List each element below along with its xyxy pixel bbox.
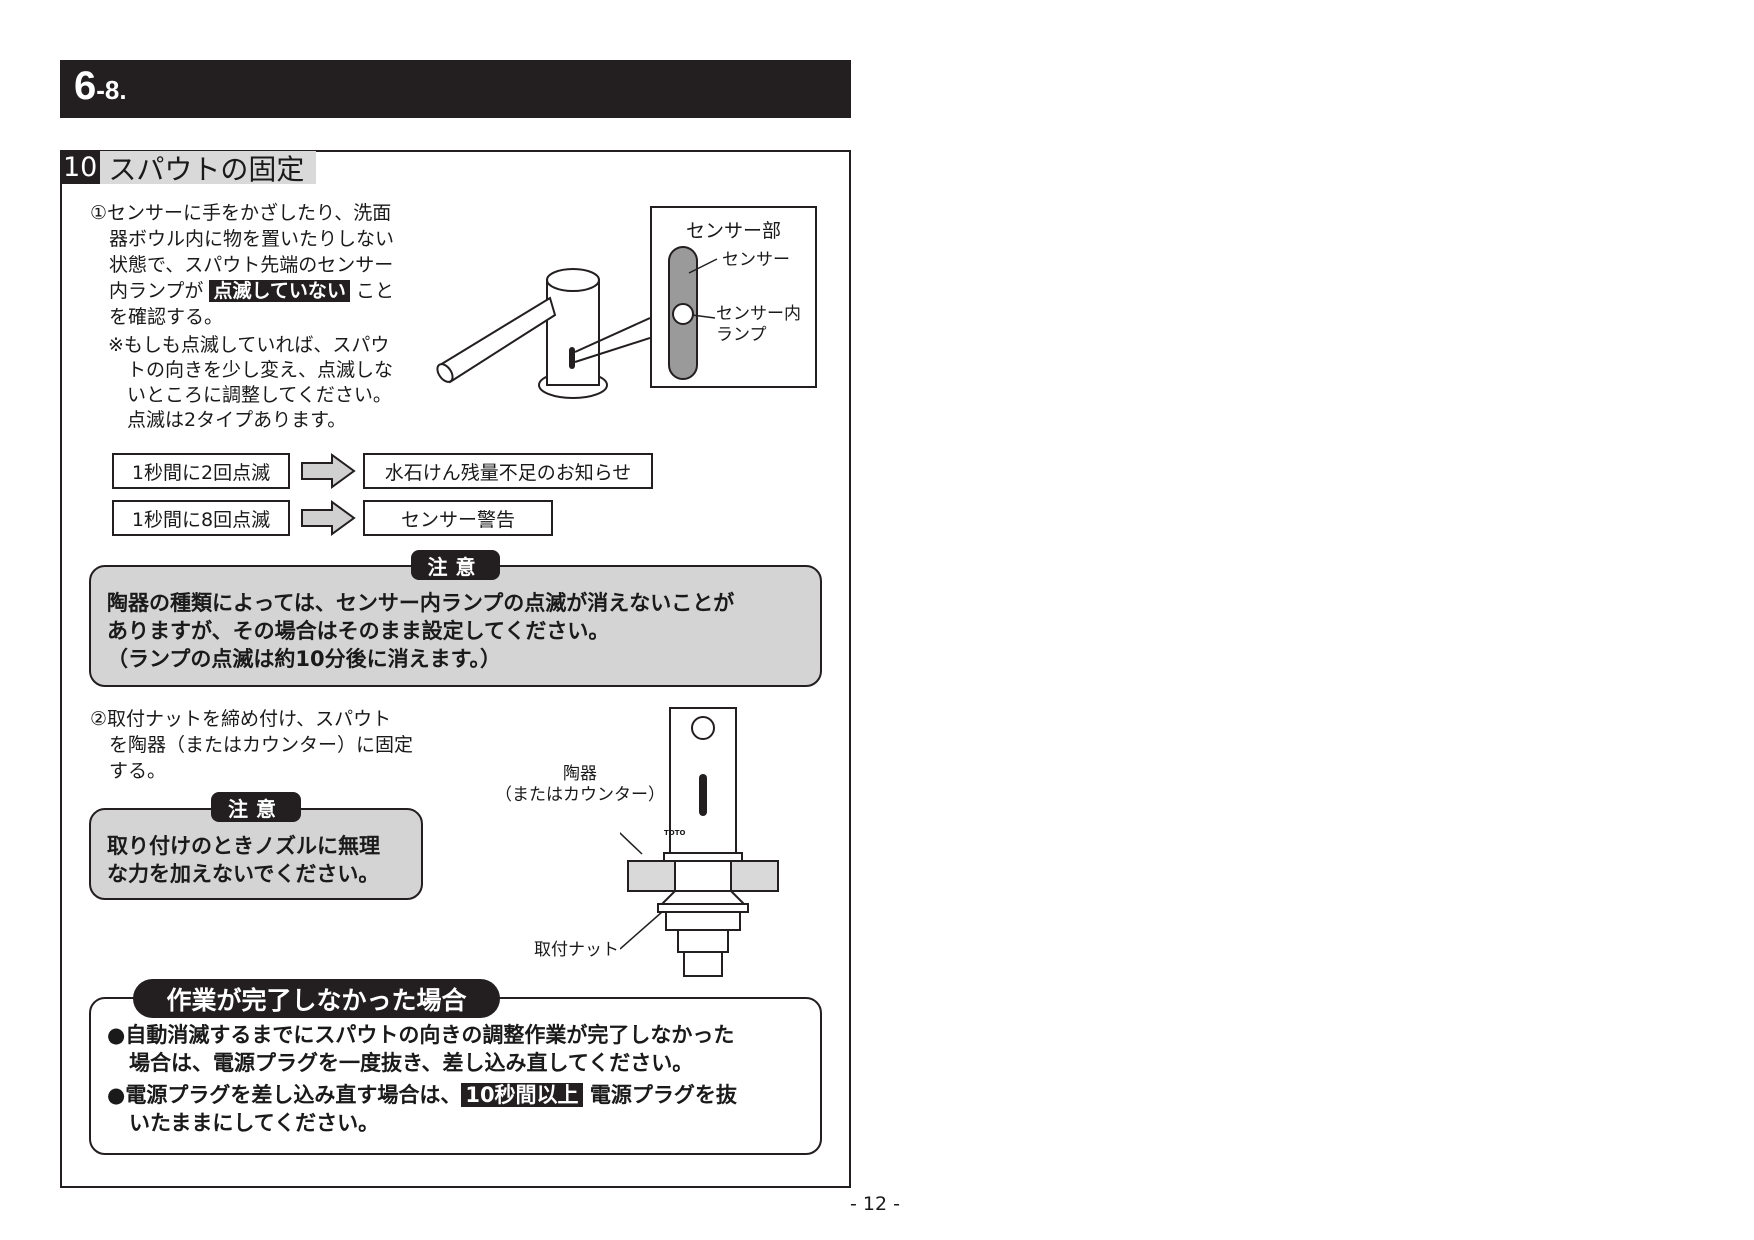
step2-text: ②取付ナットを締め付け、スパウト を陶器（またはカウンター）に固定 する。 [90, 706, 413, 784]
text-line: いところに調整してください。 [127, 384, 392, 406]
bullet-line: ●自動消滅するまでにスパウトの向きの調整作業が完了しなかった [107, 1023, 735, 1047]
sensor-label: センサー [722, 250, 790, 270]
faucet-illustration [436, 268, 650, 399]
blink-meaning: 水石けん残量不足のお知らせ [363, 453, 653, 489]
faucet-mounting-illustration [620, 707, 779, 977]
text: 電源プラグを抜 [589, 1083, 737, 1107]
sensor-detail-title: センサー部 [685, 220, 781, 242]
text-line: ②取付ナットを締め付け、スパウト [90, 708, 392, 730]
blink-meaning: センサー警告 [363, 500, 553, 536]
lamp-icon [672, 303, 694, 325]
caution-box: 陶器の種類によっては、センサー内ランプの点滅が消えないことが ありますが、その場… [89, 565, 822, 687]
text-line: 状態で、スパウト先端のセンサー [109, 254, 394, 276]
text-line: 陶器 [563, 764, 597, 784]
text-line: を確認する。 [109, 306, 224, 328]
text-line: 内ランプが 点滅していない こと [90, 278, 394, 304]
subsection-number: -8. [96, 75, 127, 105]
content-frame [60, 150, 851, 1188]
text-line: （ランプの点滅は約10分後に消えます。） [107, 647, 501, 671]
step1-text: ①センサーに手をかざしたり、洗面 器ボウル内に物を置いたりしない 状態で、スパウ… [90, 200, 394, 330]
text: 内ランプが [109, 280, 204, 302]
text-line: な力を加えないでください。 [107, 862, 380, 886]
section-number: 6 [74, 64, 97, 108]
arrow-right-icon [301, 453, 356, 489]
highlight: 10秒間以上 [461, 1083, 583, 1107]
text: ●電源プラグを差し込み直す場合は、 [107, 1083, 462, 1107]
section-header: 6-8. [60, 60, 851, 118]
text-line: （またはカウンター） [495, 785, 665, 805]
incomplete-work-box: ●自動消滅するまでにスパウトの向きの調整作業が完了しなかった 場合は、電源プラグ… [89, 997, 822, 1155]
text-line: いたままにしてください。 [129, 1111, 380, 1135]
step-title-text: スパウトの固定 [100, 151, 317, 186]
text-line: を陶器（またはカウンター）に固定 [109, 734, 414, 756]
text-line: センサー内 [716, 304, 801, 324]
text: こと [355, 280, 394, 302]
sensor-window-icon [569, 347, 575, 369]
step-number: 10 [60, 151, 101, 184]
caution-label: 注意 [411, 550, 500, 580]
text-line: する。 [109, 760, 167, 782]
text-line: 器ボウル内に物を置いたりしない [109, 228, 395, 250]
blink-pattern: 1秒間に2回点滅 [112, 453, 290, 489]
text-line: ※もしも点滅していれば、スパウ [108, 334, 390, 356]
text-line: ランプ [716, 325, 767, 345]
text-line: 場合は、電源プラグを一度抜き、差し込み直してください。 [129, 1051, 694, 1075]
page-number: - 12 - [850, 1193, 900, 1215]
nut-label: 取付ナット [534, 940, 619, 960]
text-line: 陶器の種類によっては、センサー内ランプの点滅が消えないことが [107, 591, 735, 615]
brand-logo: TOTO [664, 829, 686, 837]
incomplete-work-title: 作業が完了しなかった場合 [133, 979, 500, 1018]
text-line: トの向きを少し変え、点滅しな [127, 359, 394, 381]
bullet-line: ●電源プラグを差し込み直す場合は、10秒間以上 電源プラグを抜 [107, 1081, 804, 1109]
lamp-label: センサー内ランプ [716, 304, 801, 346]
arrow-right-icon [301, 500, 356, 536]
note: ※もしも点滅していれば、スパウ トの向きを少し変え、点滅しな いところに調整して… [108, 333, 393, 433]
caution-box: 取り付けのときノズルに無理 な力を加えないでください。 [89, 808, 423, 900]
text-line: 点滅は2タイプあります。 [127, 409, 347, 431]
blink-pattern: 1秒間に8回点滅 [112, 500, 290, 536]
sensor-detail-box: センサー部 センサー センサー内ランプ [650, 206, 817, 388]
caution-label: 注意 [211, 792, 301, 822]
highlight: 点滅していない [209, 280, 350, 302]
counter-label: 陶器（またはカウンター） [490, 764, 670, 806]
text-line: 取り付けのときノズルに無理 [107, 834, 380, 858]
text-line: ①センサーに手をかざしたり、洗面 [90, 202, 392, 224]
text-line: ありますが、その場合はそのまま設定してください。 [107, 619, 610, 643]
